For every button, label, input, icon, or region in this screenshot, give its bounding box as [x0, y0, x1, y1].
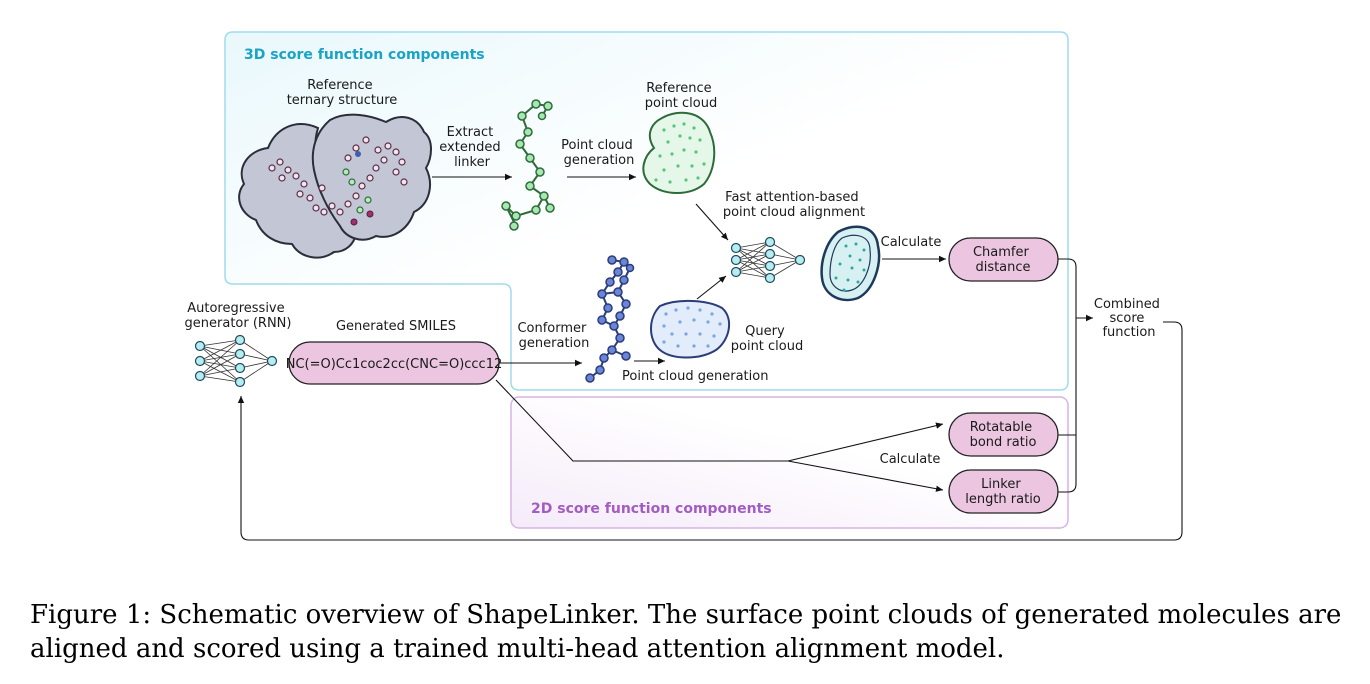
generated-smiles-label: Generated SMILES	[336, 319, 456, 334]
point-cloud-generation-top-label: Point cloud generation	[561, 138, 637, 168]
query-point-cloud-image	[650, 299, 731, 359]
linker-length-ratio-node	[948, 469, 1059, 514]
box-3d-components	[224, 31, 1069, 391]
conformer-generation-label: Conformer generation	[517, 321, 590, 351]
alignment-label: Fast attention-based point cloud alignme…	[723, 190, 865, 220]
extract-linker-label: Extract extended linker	[439, 125, 504, 170]
box-2d-components	[510, 396, 1069, 529]
rnn-generator-network-image	[194, 334, 278, 388]
shapelinker-diagram: 3D score function components 2D score fu…	[185, 31, 1183, 541]
arrow-query-to-alignment	[696, 275, 727, 300]
query-molecule-image	[585, 255, 635, 383]
smiles-to-2d-path	[495, 379, 788, 462]
arrow-to-linker-length	[787, 460, 944, 492]
reference-structure-label: Reference ternary structure	[287, 78, 398, 108]
linker-molecule-image	[501, 99, 555, 231]
query-point-cloud-label: Query point cloud	[731, 324, 804, 354]
alignment-network-image	[730, 236, 806, 284]
rotatable-bond-ratio-node	[948, 412, 1059, 457]
linker-length-ratio-label: Linker length ratio	[965, 477, 1041, 507]
aligned-point-cloud-image	[820, 225, 881, 302]
section-2d-title: 2D score function components	[531, 501, 772, 517]
combine-bracket	[1058, 258, 1077, 493]
rotatable-bond-ratio-label: Rotatable bond ratio	[970, 420, 1037, 450]
feedback-loop-arrow	[237, 321, 1183, 541]
reference-point-cloud-label: Reference point cloud	[645, 81, 718, 111]
protein-structure-image	[238, 113, 432, 259]
figure-caption: Figure 1: Schematic overview of ShapeLin…	[30, 600, 1342, 664]
reference-point-cloud-image	[642, 111, 716, 194]
autoregressive-generator-label: Autoregressive generator (RNN)	[185, 301, 292, 331]
arrow-reference-to-alignment	[695, 203, 729, 241]
arrow-to-rotatable	[787, 422, 944, 462]
combined-score-label: Combined score function	[1094, 297, 1164, 340]
point-cloud-generation-bottom-label: Point cloud generation	[622, 369, 768, 384]
calculate-top-label: Calculate	[881, 235, 942, 250]
smiles-string: NC(=O)Cc1coc2cc(CNC=O)ccc12	[286, 357, 503, 372]
section-3d-title: 3D score function components	[244, 47, 485, 63]
calculate-bottom-label: Calculate	[880, 452, 941, 467]
chamfer-distance-label: Chamfer distance	[973, 245, 1033, 275]
